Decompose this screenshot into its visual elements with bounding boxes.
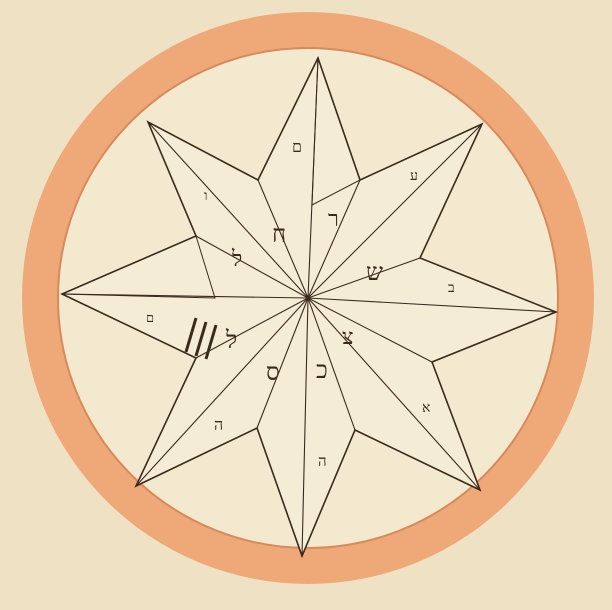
letter-center-2: ר (328, 207, 339, 232)
letter-south-east: א (422, 400, 430, 416)
letter-south-west: ה (214, 415, 223, 434)
letter-center-4: ש (366, 258, 383, 286)
letter-south: ה (318, 452, 327, 470)
letter-center-3: ל (231, 247, 242, 272)
letter-north-east: ע (410, 168, 418, 184)
letter-center-8: ל (225, 326, 237, 354)
letter-east: ב (448, 280, 455, 296)
letter-north: ם (292, 137, 302, 156)
letter-center-5: צ (342, 325, 354, 350)
letter-west: ם (146, 311, 154, 326)
letter-north-west: ו (204, 188, 208, 204)
letter-center-7: ס (266, 358, 280, 386)
letter-center-1: ח (272, 220, 286, 248)
letter-center-6: כ (316, 356, 328, 384)
